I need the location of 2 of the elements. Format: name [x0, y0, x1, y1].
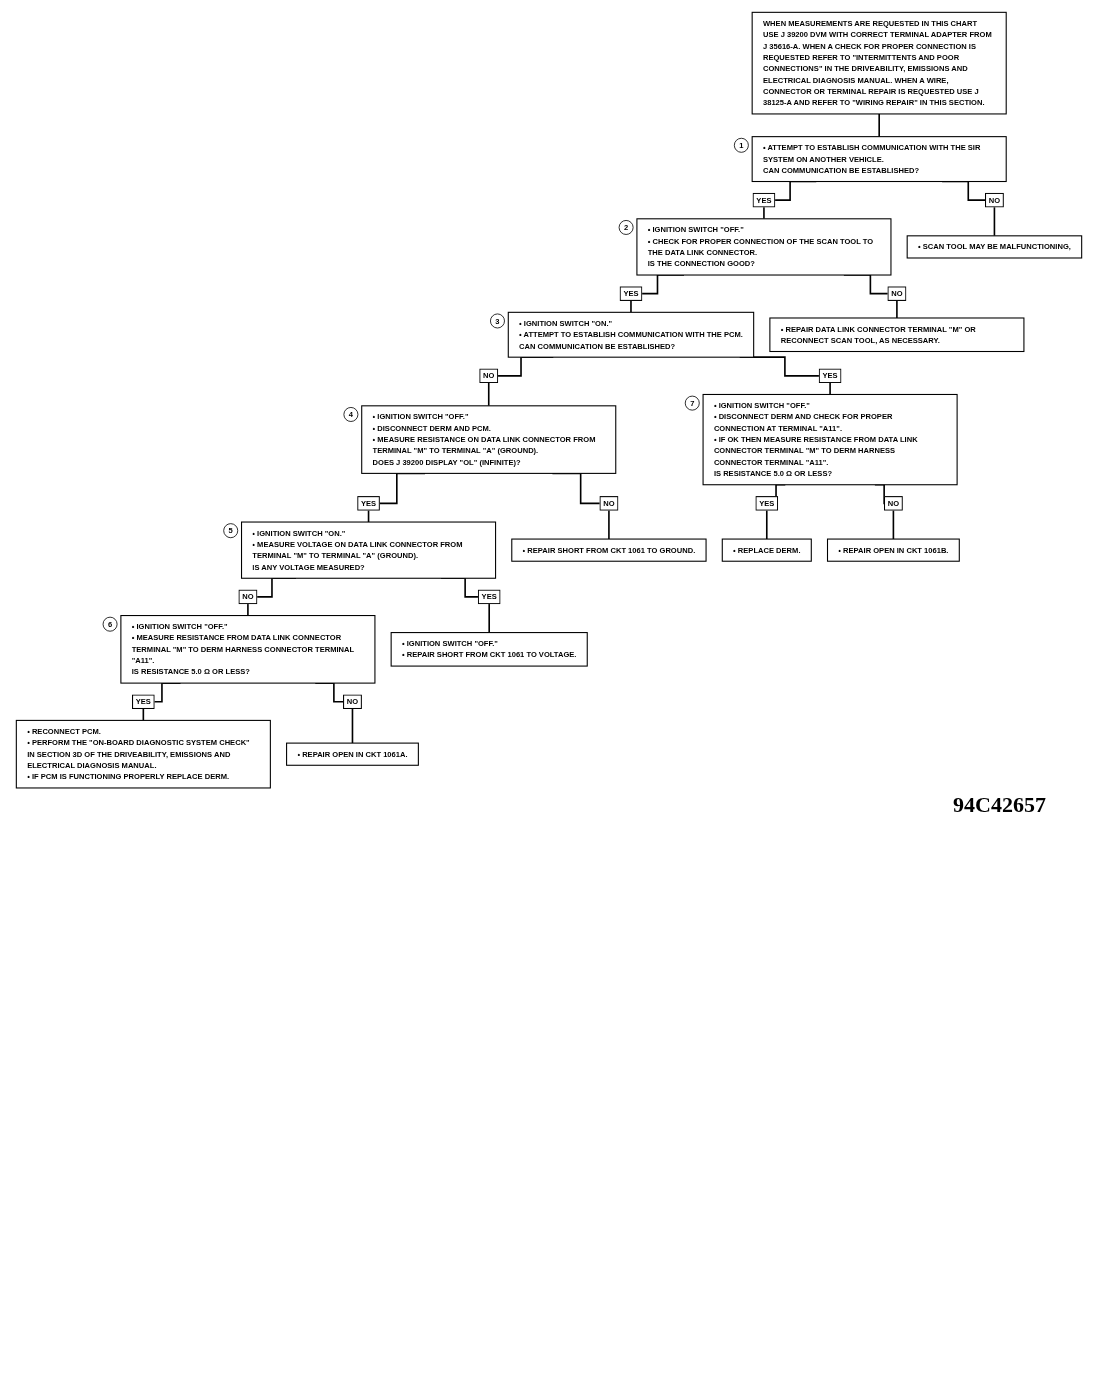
connector	[878, 113, 880, 138]
figure-number: 94C42657	[953, 792, 1046, 819]
